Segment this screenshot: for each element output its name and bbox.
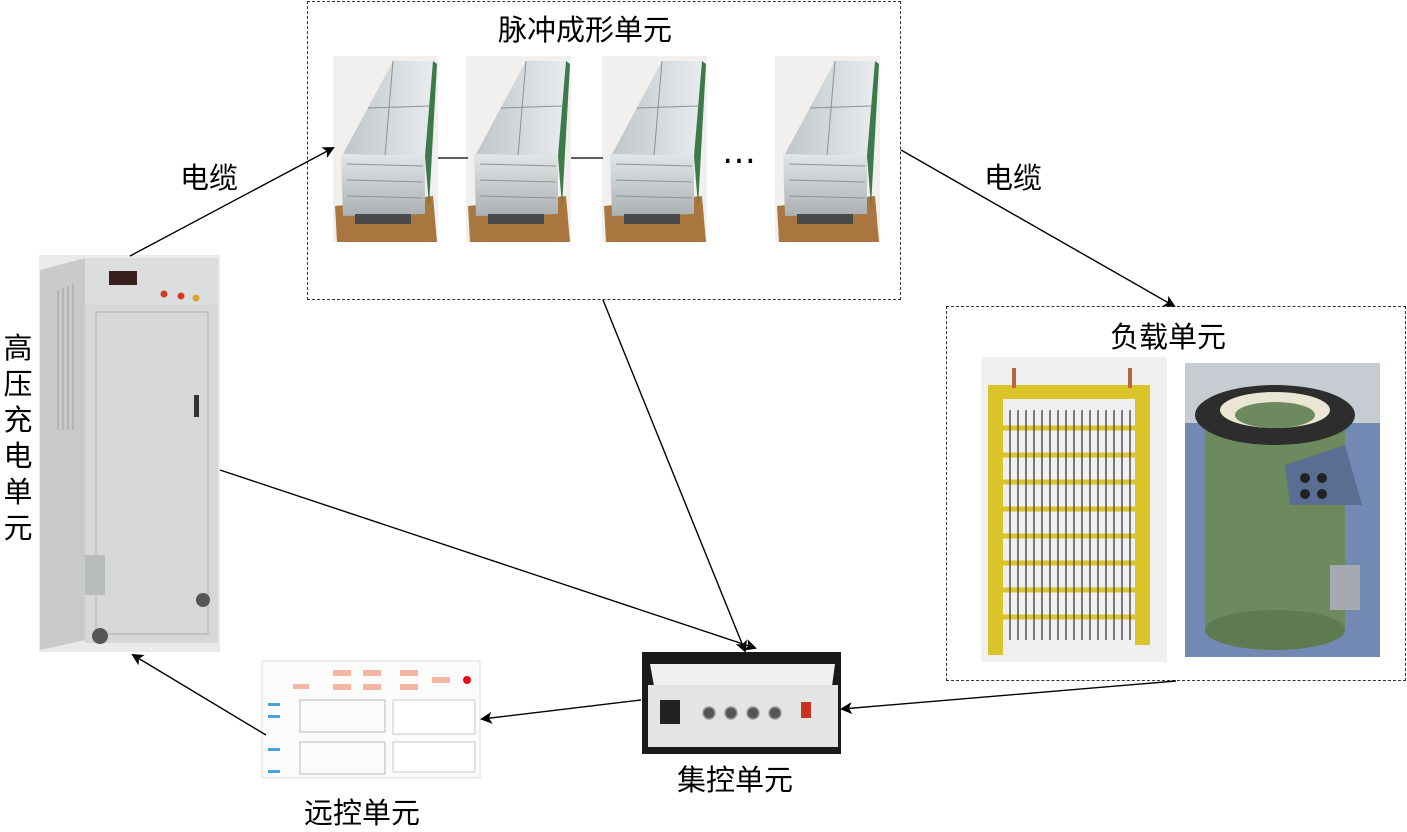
high-voltage-charging-unit-label: 高压充电单元 (3, 331, 33, 545)
arrow-pulse-to-control (602, 299, 747, 653)
central-control-unit-label: 集控单元 (677, 763, 794, 797)
arrow-control-to-remote (480, 699, 642, 724)
remote-control-unit-label: 远控单元 (304, 796, 421, 830)
pulse-forming-unit-label: 脉冲成形单元 (498, 13, 673, 47)
cylinder-load-photo (1185, 363, 1380, 657)
arrow-charging-to-control (219, 469, 757, 651)
arrow-load-to-control (840, 680, 1177, 715)
pulse-forming-group-box (307, 1, 901, 300)
cable-label-left: 电缆 (180, 161, 239, 195)
load-group-box (946, 306, 1406, 681)
resistor-ladder-photo (981, 357, 1167, 662)
ellipsis: … (722, 132, 756, 172)
arrow-pulse-to-load (900, 149, 1176, 307)
cable-label-right: 电缆 (984, 161, 1043, 195)
arrow-charging-to-pulse (129, 147, 335, 257)
arrow-remote-to-charging (131, 653, 267, 736)
load-unit-label: 负载单元 (1110, 320, 1227, 354)
